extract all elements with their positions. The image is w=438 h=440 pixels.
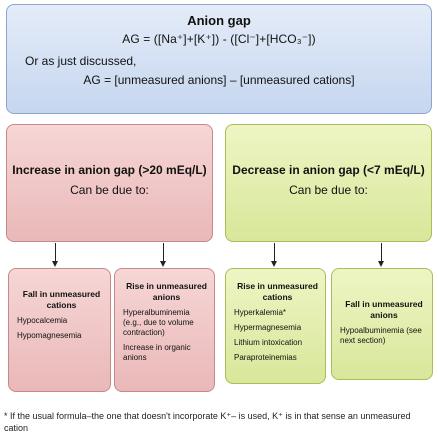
box-title: Rise in unmeasured anions xyxy=(126,281,207,302)
fall-unmeasured-anions-box: Fall in unmeasured anions Hypoalbuminemi… xyxy=(331,268,433,380)
increase-title: Increase in anion gap (>20 mEq/L) xyxy=(12,163,207,177)
footnote: * If the usual formula–the one that does… xyxy=(4,411,411,433)
anion-gap-title: Anion gap xyxy=(187,13,251,28)
anion-gap-formula-alt: AG = [unmeasured anions] – [unmeasured c… xyxy=(83,73,355,87)
box-title: Rise in unmeasured cations xyxy=(237,281,318,302)
rise-unmeasured-anions-box: Rise in unmeasured anions Hyperalbuminem… xyxy=(114,268,215,392)
list-item: Lithium intoxication xyxy=(234,338,303,347)
anion-gap-formula: AG = ([Na⁺]+[K⁺]) - ([Cl⁻]+[HCO₃⁻]) xyxy=(122,32,316,46)
list-item: Hypocalcemia xyxy=(17,316,68,325)
box-title: Fall in unmeasured anions xyxy=(345,299,423,320)
list-item: Increase in organic anions xyxy=(123,343,191,362)
list-item: Paraproteinemias xyxy=(234,353,297,362)
rise-unmeasured-cations-box: Rise in unmeasured cations Hyperkalemia*… xyxy=(225,268,326,384)
decrease-anion-gap-box: Decrease in anion gap (<7 mEq/L) Can be … xyxy=(225,124,432,242)
box-title: Fall in unmeasured cations xyxy=(22,289,101,310)
list-item: Hypermagnesemia xyxy=(234,323,302,332)
decrease-title: Decrease in anion gap (<7 mEq/L) xyxy=(232,163,425,177)
decrease-subtitle: Can be due to: xyxy=(289,183,368,197)
list-item: Hypomagnesemia xyxy=(17,331,82,340)
formula-intro-text: Or as just discussed, xyxy=(25,54,137,68)
list-item: Hyperalbuminemia (e.g., due to volume co… xyxy=(123,308,194,337)
increase-anion-gap-box: Increase in anion gap (>20 mEq/L) Can be… xyxy=(6,124,213,242)
fall-unmeasured-cations-box: Fall in unmeasured cations Hypocalcemia … xyxy=(8,268,111,392)
list-item: Hypoalbuminemia (see next section) xyxy=(340,326,422,345)
list-item: Hyperkalemia* xyxy=(234,308,287,317)
anion-gap-box: Anion gap AG = ([Na⁺]+[K⁺]) - ([Cl⁻]+[HC… xyxy=(6,4,432,114)
increase-subtitle: Can be due to: xyxy=(70,183,149,197)
